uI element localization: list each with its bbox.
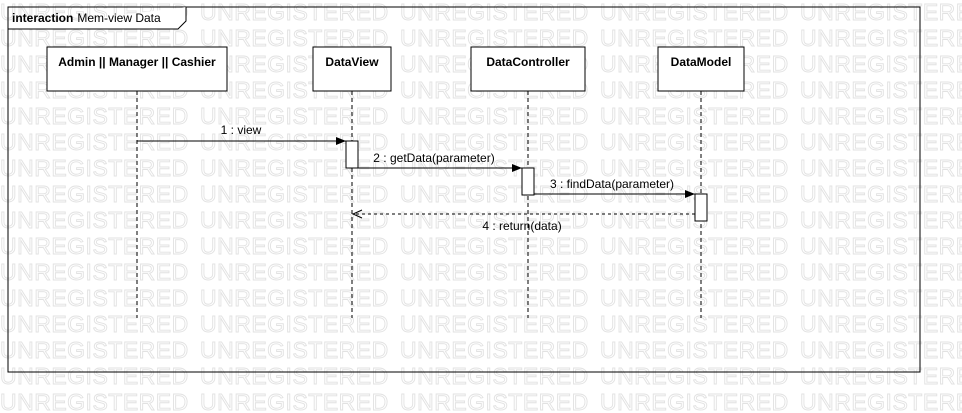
watermark-text: UNREGISTERED bbox=[600, 389, 789, 413]
open-arrowhead-icon bbox=[351, 209, 363, 219]
frame-title: interaction Mem-view Data bbox=[12, 11, 161, 25]
watermark-text: UNREGISTERED bbox=[400, 285, 589, 311]
filled-arrowhead-icon bbox=[685, 190, 695, 198]
watermark-text: UNREGISTERED bbox=[600, 337, 789, 363]
watermark-text: UNREGISTERED bbox=[800, 129, 962, 155]
watermark-text: UNREGISTERED bbox=[0, 129, 189, 155]
watermark-text: UNREGISTERED bbox=[800, 259, 962, 285]
watermark-text: UNREGISTERED bbox=[200, 311, 389, 337]
watermark-text: UNREGISTERED bbox=[800, 389, 962, 413]
watermark-text: UNREGISTERED bbox=[200, 389, 389, 413]
lifeline-label-actor: Admin || Manager || Cashier bbox=[58, 55, 216, 69]
watermark-text: UNREGISTERED bbox=[200, 259, 389, 285]
watermark-text: UNREGISTERED bbox=[800, 25, 962, 51]
watermark-text: UNREGISTERED bbox=[800, 363, 962, 389]
watermark-text: UNREGISTERED bbox=[200, 337, 389, 363]
activation-dataview bbox=[345, 140, 359, 169]
lifeline-head-dataview[interactable]: DataView bbox=[312, 46, 392, 92]
message-label-4: 4 : return(data) bbox=[482, 219, 561, 233]
filled-arrowhead-icon bbox=[336, 137, 346, 145]
watermark-text: UNREGISTERED bbox=[800, 207, 962, 233]
watermark-text: UNREGISTERED bbox=[0, 311, 189, 337]
activation-bars bbox=[345, 140, 708, 222]
watermark-text: UNREGISTERED bbox=[800, 77, 962, 103]
lifeline-head-datacontroller[interactable]: DataController bbox=[470, 46, 586, 92]
message-1[interactable]: 1 : view bbox=[137, 123, 346, 145]
watermark-text: UNREGISTERED bbox=[0, 259, 189, 285]
watermark-text: UNREGISTERED bbox=[800, 51, 962, 77]
filled-arrowhead-icon bbox=[512, 164, 522, 172]
watermark-text: UNREGISTERED bbox=[800, 0, 962, 25]
message-4[interactable]: 4 : return(data) bbox=[351, 209, 695, 233]
lifeline-heads: Admin || Manager || Cashier DataView Dat… bbox=[46, 46, 745, 92]
watermark-text: UNREGISTERED bbox=[200, 0, 389, 25]
message-2[interactable]: 2 : getData(parameter) bbox=[358, 151, 522, 172]
watermark-text: UNREGISTERED bbox=[400, 129, 589, 155]
watermark-text: UNREGISTERED bbox=[600, 259, 789, 285]
watermark-text: UNREGISTERED bbox=[600, 129, 789, 155]
watermark-text: UNREGISTERED bbox=[600, 207, 789, 233]
message-label-1: 1 : view bbox=[221, 123, 262, 137]
frame-name: Mem-view Data bbox=[77, 11, 161, 25]
watermark-text: UNREGISTERED bbox=[0, 155, 189, 181]
lifeline-label-dataview: DataView bbox=[325, 55, 379, 69]
watermark-text: UNREGISTERED bbox=[600, 155, 789, 181]
lifeline-label-datamodel: DataModel bbox=[671, 55, 732, 69]
watermark-text: UNREGISTERED bbox=[400, 311, 589, 337]
watermark-text: UNREGISTERED bbox=[600, 0, 789, 25]
messages: 1 : view 2 : getData(parameter) 3 : find… bbox=[137, 123, 695, 233]
watermark-text: UNREGISTERED bbox=[800, 337, 962, 363]
message-3[interactable]: 3 : findData(parameter) bbox=[534, 177, 695, 198]
activation-datamodel bbox=[694, 193, 708, 222]
watermark-text: UNREGISTERED bbox=[800, 233, 962, 259]
watermark-text: UNREGISTERED bbox=[0, 389, 189, 413]
watermark-text: UNREGISTERED bbox=[400, 259, 589, 285]
activation-datacontroller bbox=[521, 167, 535, 196]
watermark-text: UNREGISTERED bbox=[800, 311, 962, 337]
frame-keyword: interaction bbox=[12, 11, 73, 25]
watermark-text: UNREGISTERED bbox=[400, 337, 589, 363]
watermark-text: UNREGISTERED bbox=[400, 103, 589, 129]
lifeline-label-datacontroller: DataController bbox=[486, 55, 570, 69]
watermark-text: UNREGISTERED bbox=[600, 233, 789, 259]
watermark-text: UNREGISTERED bbox=[600, 311, 789, 337]
lifeline-head-datamodel[interactable]: DataModel bbox=[657, 46, 745, 92]
watermark-text: UNREGISTERED bbox=[200, 181, 389, 207]
watermark-text: UNREGISTERED bbox=[0, 103, 189, 129]
watermark-text: UNREGISTERED bbox=[600, 103, 789, 129]
watermark-text: UNREGISTERED bbox=[200, 207, 389, 233]
watermark-text: UNREGISTERED bbox=[800, 155, 962, 181]
watermark-text: UNREGISTERED bbox=[400, 389, 589, 413]
message-label-2: 2 : getData(parameter) bbox=[373, 151, 494, 165]
message-label-3: 3 : findData(parameter) bbox=[550, 177, 674, 191]
watermark-text: UNREGISTERED bbox=[0, 337, 189, 363]
watermark-text: UNREGISTERED bbox=[200, 233, 389, 259]
watermark-text: UNREGISTERED bbox=[800, 181, 962, 207]
watermark-text: UNREGISTERED bbox=[0, 363, 189, 389]
watermark-text: UNREGISTERED bbox=[400, 233, 589, 259]
watermark-text: UNREGISTERED bbox=[0, 233, 189, 259]
watermark-text: UNREGISTERED bbox=[400, 0, 589, 25]
watermark-text: UNREGISTERED bbox=[0, 207, 189, 233]
watermark-text: UNREGISTERED bbox=[600, 285, 789, 311]
watermark-text: UNREGISTERED bbox=[400, 207, 589, 233]
interaction-frame: interaction Mem-view Data bbox=[7, 6, 921, 373]
watermark-text: UNREGISTERED bbox=[800, 103, 962, 129]
watermark-text: UNREGISTERED bbox=[200, 103, 389, 129]
lifeline-head-actor[interactable]: Admin || Manager || Cashier bbox=[46, 46, 228, 92]
watermark-text: UNREGISTERED bbox=[0, 285, 189, 311]
watermark-text: UNREGISTERED bbox=[600, 363, 789, 389]
watermark-text: UNREGISTERED bbox=[400, 363, 589, 389]
watermark-text: UNREGISTERED bbox=[800, 285, 962, 311]
watermark-text: UNREGISTERED bbox=[200, 363, 389, 389]
watermark-text: UNREGISTERED bbox=[200, 285, 389, 311]
watermark-text: UNREGISTERED bbox=[0, 181, 189, 207]
